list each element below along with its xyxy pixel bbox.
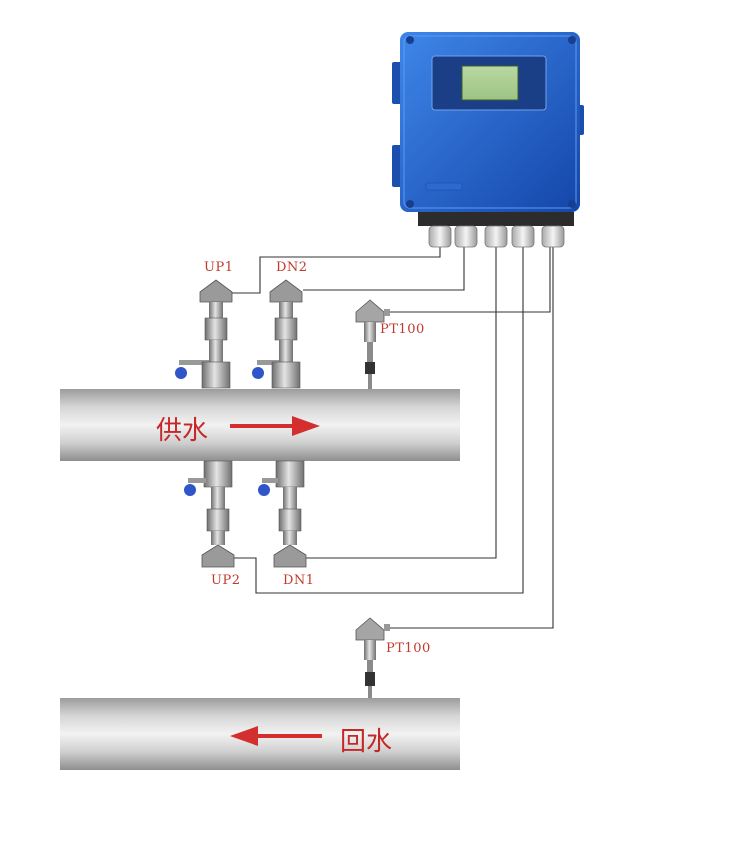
label-up1: UP1 <box>204 260 234 275</box>
wire-pt100-top <box>388 247 551 313</box>
transducer-dn1 <box>258 460 307 568</box>
wire-dn1 <box>305 247 497 559</box>
supply-flow-arrow-icon <box>230 416 320 436</box>
label-supply-water: 供水 <box>156 416 209 446</box>
cable-glands <box>428 225 565 248</box>
cable-gland <box>511 225 535 248</box>
label-up2: UP2 <box>211 573 241 588</box>
label-return-water: 回水 <box>340 727 393 757</box>
label-dn1: DN1 <box>283 573 315 588</box>
cable-gland <box>541 225 565 248</box>
cable-gland <box>428 225 452 248</box>
pt100-sensor-bottom <box>355 617 390 698</box>
label-pt100-bottom: PT100 <box>386 641 431 656</box>
wire-up2 <box>232 247 524 594</box>
cable-gland <box>484 225 508 248</box>
wire-pt100-bottom <box>384 247 554 629</box>
transducer-up2 <box>184 460 235 568</box>
wire-dn2 <box>303 247 465 291</box>
wire-up1 <box>228 247 441 294</box>
transducer-dn2 <box>252 279 303 389</box>
transducer-up1 <box>175 279 233 389</box>
lcd-display <box>461 65 519 101</box>
label-dn2: DN2 <box>276 260 308 275</box>
signal-wires <box>228 247 554 629</box>
return-flow-arrow-icon <box>230 726 322 746</box>
cable-gland <box>454 225 478 248</box>
label-pt100-top: PT100 <box>380 322 425 337</box>
pt100-sensor-top <box>355 299 390 389</box>
flowmeter-enclosure <box>392 32 584 226</box>
